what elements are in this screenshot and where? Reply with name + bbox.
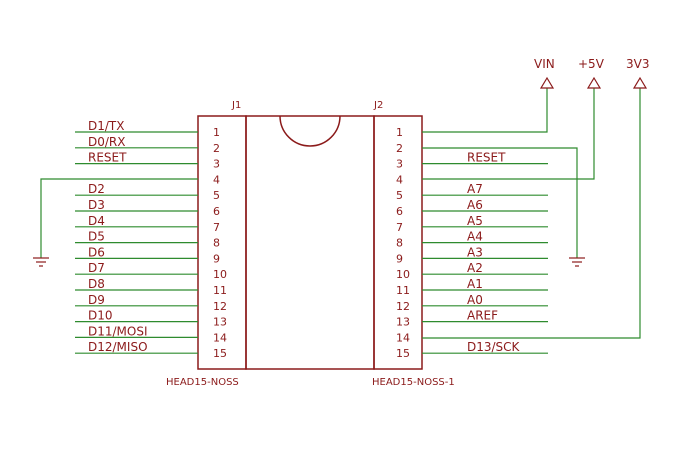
j1-pin-number: 7: [213, 221, 220, 234]
left-net-label: D2: [88, 182, 105, 196]
j1-pin-number: 8: [213, 237, 220, 250]
left-net-label: D0/RX: [88, 135, 125, 149]
j1-pin-number: 13: [213, 316, 227, 329]
left-net-label: RESET: [88, 151, 127, 165]
j2-ref: J2: [373, 100, 383, 111]
j1-pin4-ground-wire: [40, 178, 198, 258]
j2-value: HEAD15-NOSS-1: [372, 377, 455, 388]
ground-symbol-left: [33, 257, 49, 267]
j2-pin-number: 13: [396, 316, 410, 329]
left-net-label: D5: [88, 230, 105, 244]
j2-pin-number: 15: [396, 347, 410, 360]
v3-arrow: [632, 76, 648, 89]
j1-pin-number: 15: [213, 347, 227, 360]
j1-ref: J1: [231, 100, 241, 111]
left-net-label: D4: [88, 214, 105, 228]
j1-pin-number: 6: [213, 205, 220, 218]
right-net-label: RESET: [467, 151, 506, 165]
right-net-label: A7: [467, 182, 483, 196]
j1-pin-number: 12: [213, 300, 227, 313]
left-net-label: D6: [88, 245, 105, 259]
j2-pin-number: 7: [396, 221, 403, 234]
left-net-group: D1/TX D0/RX RESET D2D3D4D5D6D7D8D9D10D11/MO…: [75, 119, 198, 354]
v3-wire: [422, 88, 641, 339]
j1-pin-number: 11: [213, 284, 227, 297]
right-net-label: D13/SCK: [467, 340, 521, 354]
j2-pin2-ground-wire: [422, 147, 578, 258]
j2-pin-number: 6: [396, 205, 403, 218]
left-net-label: D1/TX: [88, 119, 124, 133]
left-net-label: D7: [88, 261, 105, 275]
left-net-label: D10: [88, 309, 113, 323]
left-net-label: D11/MOSI: [88, 324, 148, 338]
j1-pin-number: 10: [213, 268, 227, 281]
j1-pin-number: 3: [213, 158, 220, 171]
j2-pin-number: 12: [396, 300, 410, 313]
v5-label: +5V: [578, 57, 605, 71]
j2-pin-number: 3: [396, 158, 403, 171]
j1-pin-number: 1: [213, 126, 220, 139]
left-net-label: D3: [88, 198, 105, 212]
v3-label: 3V3: [626, 57, 649, 71]
right-net-label: A5: [467, 214, 483, 228]
left-net-label: D12/MISO: [88, 340, 148, 354]
right-net-label: A1: [467, 277, 483, 291]
ic-notch: [279, 115, 341, 147]
right-net-label: A3: [467, 245, 483, 259]
j1-pin-number: 4: [213, 173, 220, 186]
right-net-label: A2: [467, 261, 483, 275]
j1-pin-number: 5: [213, 189, 220, 202]
j1-value: HEAD15-NOSS: [166, 377, 239, 388]
v5-wire: [422, 88, 595, 180]
ground-symbol-right: [569, 257, 585, 267]
j2-pin-number: 5: [396, 189, 403, 202]
j2-pin-number: 8: [396, 237, 403, 250]
left-net-label: D9: [88, 293, 105, 307]
vin-wire: [422, 88, 548, 133]
j2-pin-number: 10: [396, 268, 410, 281]
j2-pin-number: 14: [396, 331, 410, 344]
j2-pin-number: 11: [396, 284, 410, 297]
left-net-label: D8: [88, 277, 105, 291]
right-net-label: AREF: [467, 309, 498, 323]
j2-pin-number: 9: [396, 252, 403, 265]
j2-pin-number: 2: [396, 142, 403, 155]
j1-pin-number: 2: [213, 142, 220, 155]
right-net-label: A6: [467, 198, 483, 212]
j1-pin-number: 9: [213, 252, 220, 265]
vin-arrow: [539, 76, 555, 89]
right-net-label: A4: [467, 230, 483, 244]
ic-body: [245, 115, 375, 370]
vin-label: VIN: [534, 57, 555, 71]
j1-pin-number: 14: [213, 331, 227, 344]
j2-pin-number: 4: [396, 173, 403, 186]
j2-pin-number: 1: [396, 126, 403, 139]
v5-arrow: [586, 76, 602, 89]
right-net-label: A0: [467, 293, 483, 307]
